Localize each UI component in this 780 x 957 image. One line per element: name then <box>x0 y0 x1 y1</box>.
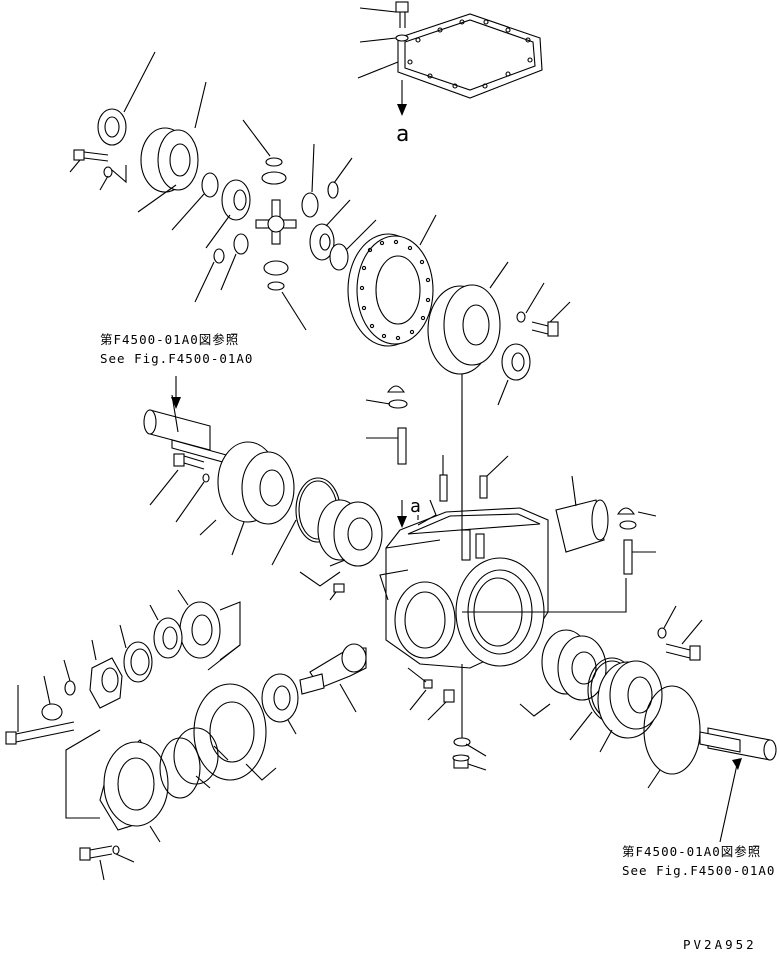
pinion-nut-ring <box>149 604 241 671</box>
callout-arrow-left <box>171 376 181 409</box>
cage-bolt <box>149 453 210 523</box>
drain-pin <box>407 667 455 721</box>
shims-right <box>519 629 607 717</box>
housing-plug <box>329 583 345 601</box>
differential-case-right <box>427 261 509 610</box>
spider-cross <box>255 199 297 245</box>
thrust-washer-left <box>171 172 219 231</box>
bolt-right-lower <box>665 619 703 661</box>
shims-left <box>299 499 383 587</box>
bearing-upper-left <box>97 51 156 146</box>
yoke-coupling <box>89 639 123 709</box>
view-marker-top: a <box>396 122 410 147</box>
side-gear-right <box>309 199 377 271</box>
yoke-bolt-washer <box>5 659 76 745</box>
o-ring-lower-left <box>159 737 211 799</box>
o-ring-far-right <box>643 685 701 789</box>
pinion-seal <box>119 624 153 683</box>
differential-case-half <box>140 81 207 193</box>
callout-upper-jp: 第F4500-01A0図参照 <box>100 332 240 347</box>
case-bolt-left <box>69 149 127 191</box>
view-marker-housing: a <box>410 496 421 517</box>
callout-lower-jp: 第F4500-01A0図参照 <box>622 844 762 859</box>
axle-housing <box>385 507 549 669</box>
washers-lower <box>194 233 249 303</box>
pinion-bearing-lower <box>177 589 241 661</box>
drive-shaft-left <box>143 394 231 465</box>
ring-gear <box>347 214 437 347</box>
bolt-right <box>516 282 571 337</box>
pinion-bearing-mid <box>261 673 299 735</box>
view-arrow-top <box>397 80 407 116</box>
breather-upper <box>365 385 408 465</box>
drawing-code: PV2A952 <box>683 937 757 952</box>
callout-lower-en: See Fig.F4500-01A0 <box>622 863 776 878</box>
top-cover-plate <box>397 13 543 99</box>
bearing-right <box>497 343 531 406</box>
cage-mount-bolt <box>79 845 135 881</box>
drive-shaft-right <box>699 727 777 843</box>
cover-washer <box>357 34 409 79</box>
side-gear-left <box>137 179 251 249</box>
cover-bolt <box>359 1 409 28</box>
pinion-cage <box>65 729 169 843</box>
pinion-gears <box>242 119 353 331</box>
breather-right <box>462 507 657 613</box>
callout-upper-en: See Fig.F4500-01A0 <box>100 351 254 366</box>
bearing-cage-right <box>597 605 677 753</box>
pinion-shaft <box>299 643 367 713</box>
dowel-pins <box>439 455 509 502</box>
bearing-cup-right <box>555 475 609 553</box>
drain-plug <box>452 664 487 771</box>
view-arrow-housing <box>397 499 437 528</box>
housing-leader-lines <box>379 400 463 601</box>
cage-shims-lower <box>173 683 277 785</box>
bearing-cage-left <box>199 441 295 556</box>
